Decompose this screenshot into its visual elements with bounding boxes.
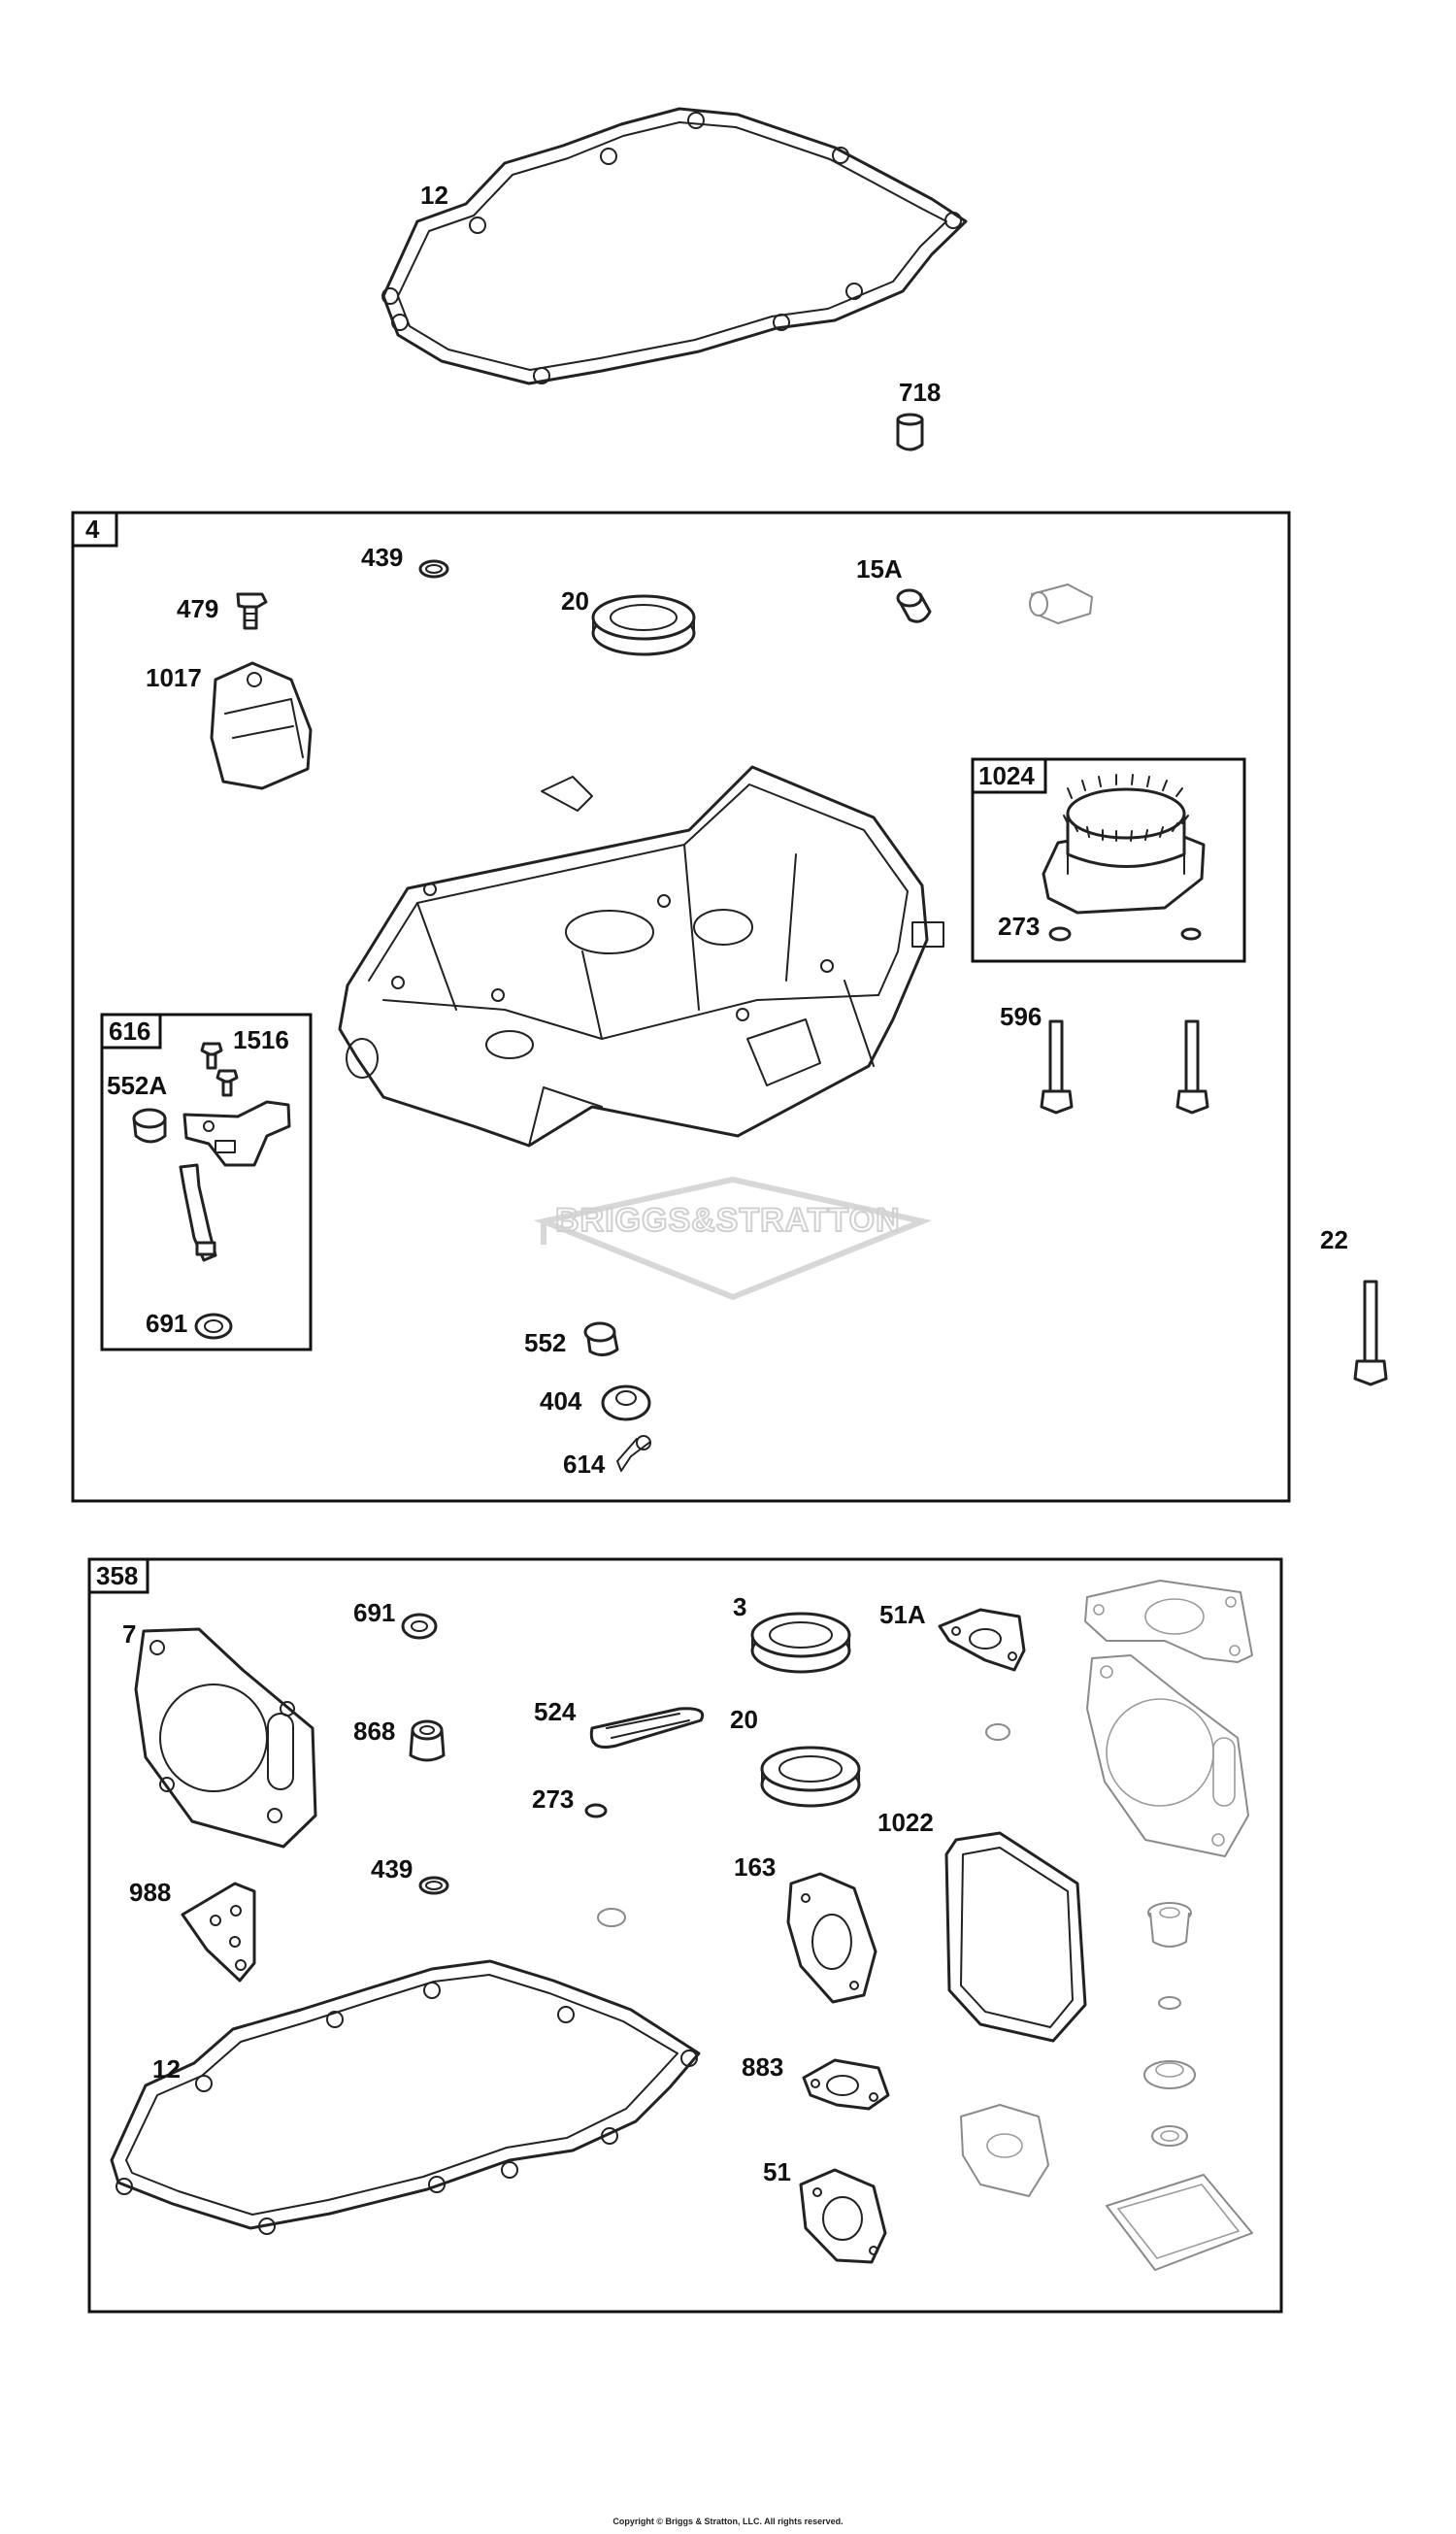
label-883: 883	[742, 2052, 783, 2082]
head-gasket-7	[134, 1627, 317, 1849]
gasket-51A	[938, 1608, 1026, 1672]
o-ring-439-kit	[418, 1876, 449, 1895]
label-1017: 1017	[146, 663, 202, 692]
label-404: 404	[540, 1386, 582, 1416]
label-3: 3	[733, 1592, 746, 1621]
gasket-51	[799, 2168, 887, 2264]
label-1022: 1022	[877, 1808, 934, 1837]
bushing-552A	[132, 1108, 167, 1144]
crankcase-sump-cover	[338, 765, 944, 1148]
label-22: 22	[1320, 1225, 1348, 1254]
label-524: 524	[534, 1697, 577, 1726]
label-614: 614	[563, 1450, 606, 1479]
label-12-top: 12	[420, 181, 448, 210]
screw-1516-a	[200, 1042, 223, 1070]
seal-691-box4	[194, 1313, 233, 1340]
bushing-15A	[896, 588, 932, 623]
label-1516: 1516	[233, 1025, 289, 1054]
shield-1017	[210, 661, 313, 790]
label-51: 51	[763, 2157, 791, 2186]
governor-shaft	[179, 1163, 217, 1262]
o-ring-439	[418, 559, 449, 579]
rocker-gasket-1022	[944, 1831, 1087, 2043]
label-552A: 552A	[107, 1071, 167, 1100]
label-12-kit: 12	[152, 2054, 181, 2084]
gasket-988	[181, 1882, 256, 1983]
seal-691-kit	[401, 1613, 438, 1640]
label-479: 479	[177, 594, 218, 623]
box-358-frame	[87, 1557, 1283, 2314]
bolt-596-right	[1175, 1019, 1209, 1115]
gasket-12-kit	[110, 1959, 701, 2235]
box-4-tab	[71, 511, 118, 548]
box-358-tab	[87, 1557, 149, 1594]
label-51A: 51A	[879, 1600, 926, 1629]
dowel-718	[896, 413, 924, 451]
label-7: 7	[122, 1619, 136, 1649]
plug-fitting	[1029, 583, 1093, 624]
box-4-label: 4	[85, 515, 100, 544]
box-4-frame	[71, 511, 1291, 1503]
label-691: 691	[146, 1309, 187, 1338]
oil-seal-20-kit	[760, 1746, 861, 1808]
label-273: 273	[998, 912, 1040, 941]
screw-479	[236, 592, 268, 630]
label-718: 718	[899, 378, 941, 407]
ghost-washer-a	[985, 1723, 1010, 1741]
box-1024-label: 1024	[978, 761, 1035, 790]
gasket-163	[786, 1872, 877, 2004]
ghost-gasket-set-right	[960, 1580, 1253, 2271]
governor-bracket	[182, 1100, 291, 1167]
gasket-12-top	[381, 107, 968, 385]
label-273-kit: 273	[532, 1784, 574, 1814]
box-358-label: 358	[96, 1561, 138, 1590]
box-616-tab	[100, 1013, 162, 1050]
label-20: 20	[561, 586, 589, 616]
screw-1516-b	[215, 1069, 239, 1097]
label-596: 596	[1000, 1002, 1042, 1031]
label-988: 988	[129, 1878, 171, 1907]
oil-seal-20	[591, 594, 696, 656]
label-439-kit: 439	[371, 1854, 413, 1884]
spacer-404	[601, 1384, 651, 1421]
gasket-883	[802, 2058, 890, 2111]
o-ring-273-box4-b	[1180, 927, 1202, 941]
label-20-kit: 20	[730, 1705, 758, 1734]
o-ring-273-kit	[584, 1803, 608, 1818]
valve-seal-868	[409, 1719, 446, 1762]
box-616-label: 616	[109, 1017, 150, 1046]
cotter-pin-614	[616, 1435, 651, 1472]
gasket-524	[589, 1707, 705, 1749]
oil-pump-gear-1024	[1042, 774, 1206, 915]
oil-seal-3	[750, 1612, 851, 1674]
label-552: 552	[524, 1328, 566, 1357]
svg-text:BRIGGS&STRATTON: BRIGGS&STRATTON	[555, 1202, 901, 1239]
box-616-frame	[100, 1013, 313, 1351]
box-1024-frame	[971, 757, 1246, 963]
bolt-22	[1353, 1280, 1388, 1386]
o-ring-273-box4	[1048, 926, 1072, 942]
box-1024-tab	[971, 757, 1047, 794]
briggs-stratton-watermark: BRIGGS&STRATTON	[533, 1176, 933, 1301]
ghost-washer-b	[597, 1908, 626, 1927]
label-163: 163	[734, 1852, 776, 1882]
copyright-notice: Copyright © Briggs & Stratton, LLC. All …	[612, 2517, 844, 2526]
label-868: 868	[353, 1717, 395, 1746]
label-15A: 15A	[856, 554, 903, 583]
bolt-596-left	[1040, 1019, 1074, 1115]
label-439: 439	[361, 543, 403, 572]
bushing-552	[583, 1321, 619, 1356]
label-691-kit: 691	[353, 1598, 395, 1627]
